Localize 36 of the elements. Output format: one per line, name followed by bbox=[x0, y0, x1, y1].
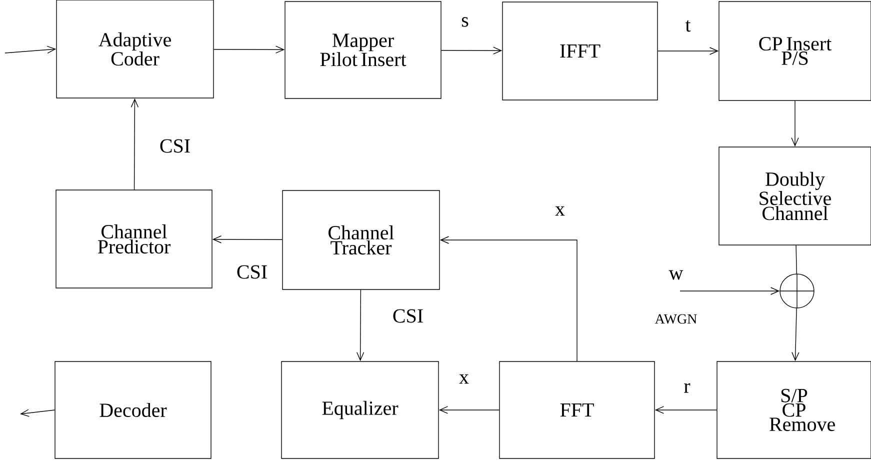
edge-label: CSI bbox=[235, 264, 269, 280]
block-box: Channel Predictor bbox=[56, 190, 212, 288]
edge-label: CSI bbox=[158, 138, 192, 154]
block-box: Doubly Selective Channel bbox=[718, 146, 871, 246]
arrow bbox=[658, 47, 719, 55]
block-box: Channel Tracker bbox=[282, 190, 440, 290]
block-box: FFT bbox=[499, 361, 655, 459]
block-box: Adaptive Coder bbox=[56, 0, 214, 98]
arrow bbox=[441, 46, 502, 54]
block-box: IFFT bbox=[502, 2, 658, 100]
arrow bbox=[356, 290, 364, 362]
arrow bbox=[130, 98, 139, 190]
arrow bbox=[792, 308, 800, 362]
arrow bbox=[440, 236, 578, 362]
block-box: Equalizer bbox=[281, 361, 439, 459]
arrow bbox=[438, 406, 500, 414]
edge-label: x bbox=[554, 205, 566, 217]
block-box: CP Insert P/S bbox=[718, 1, 871, 101]
edge-label: t bbox=[684, 19, 692, 33]
arrow bbox=[680, 287, 780, 295]
arrow bbox=[212, 236, 282, 244]
block-box: S/P CP Remove bbox=[716, 361, 871, 459]
edge-label: r bbox=[682, 382, 692, 394]
edge-label: w bbox=[668, 269, 684, 281]
arrow bbox=[20, 409, 55, 417]
arrow bbox=[214, 46, 285, 54]
signal-label: AWGN bbox=[654, 314, 697, 324]
block-box: Decoder bbox=[54, 361, 212, 459]
edge-label: s bbox=[460, 16, 470, 28]
arrow bbox=[791, 100, 799, 147]
arrow bbox=[654, 406, 717, 414]
block-box: Mapper Pilot Insert bbox=[284, 1, 442, 99]
edge-label: x bbox=[458, 373, 470, 385]
adder-circle bbox=[780, 274, 814, 308]
arrow bbox=[4, 46, 56, 54]
edge-label: CSI bbox=[391, 308, 425, 324]
